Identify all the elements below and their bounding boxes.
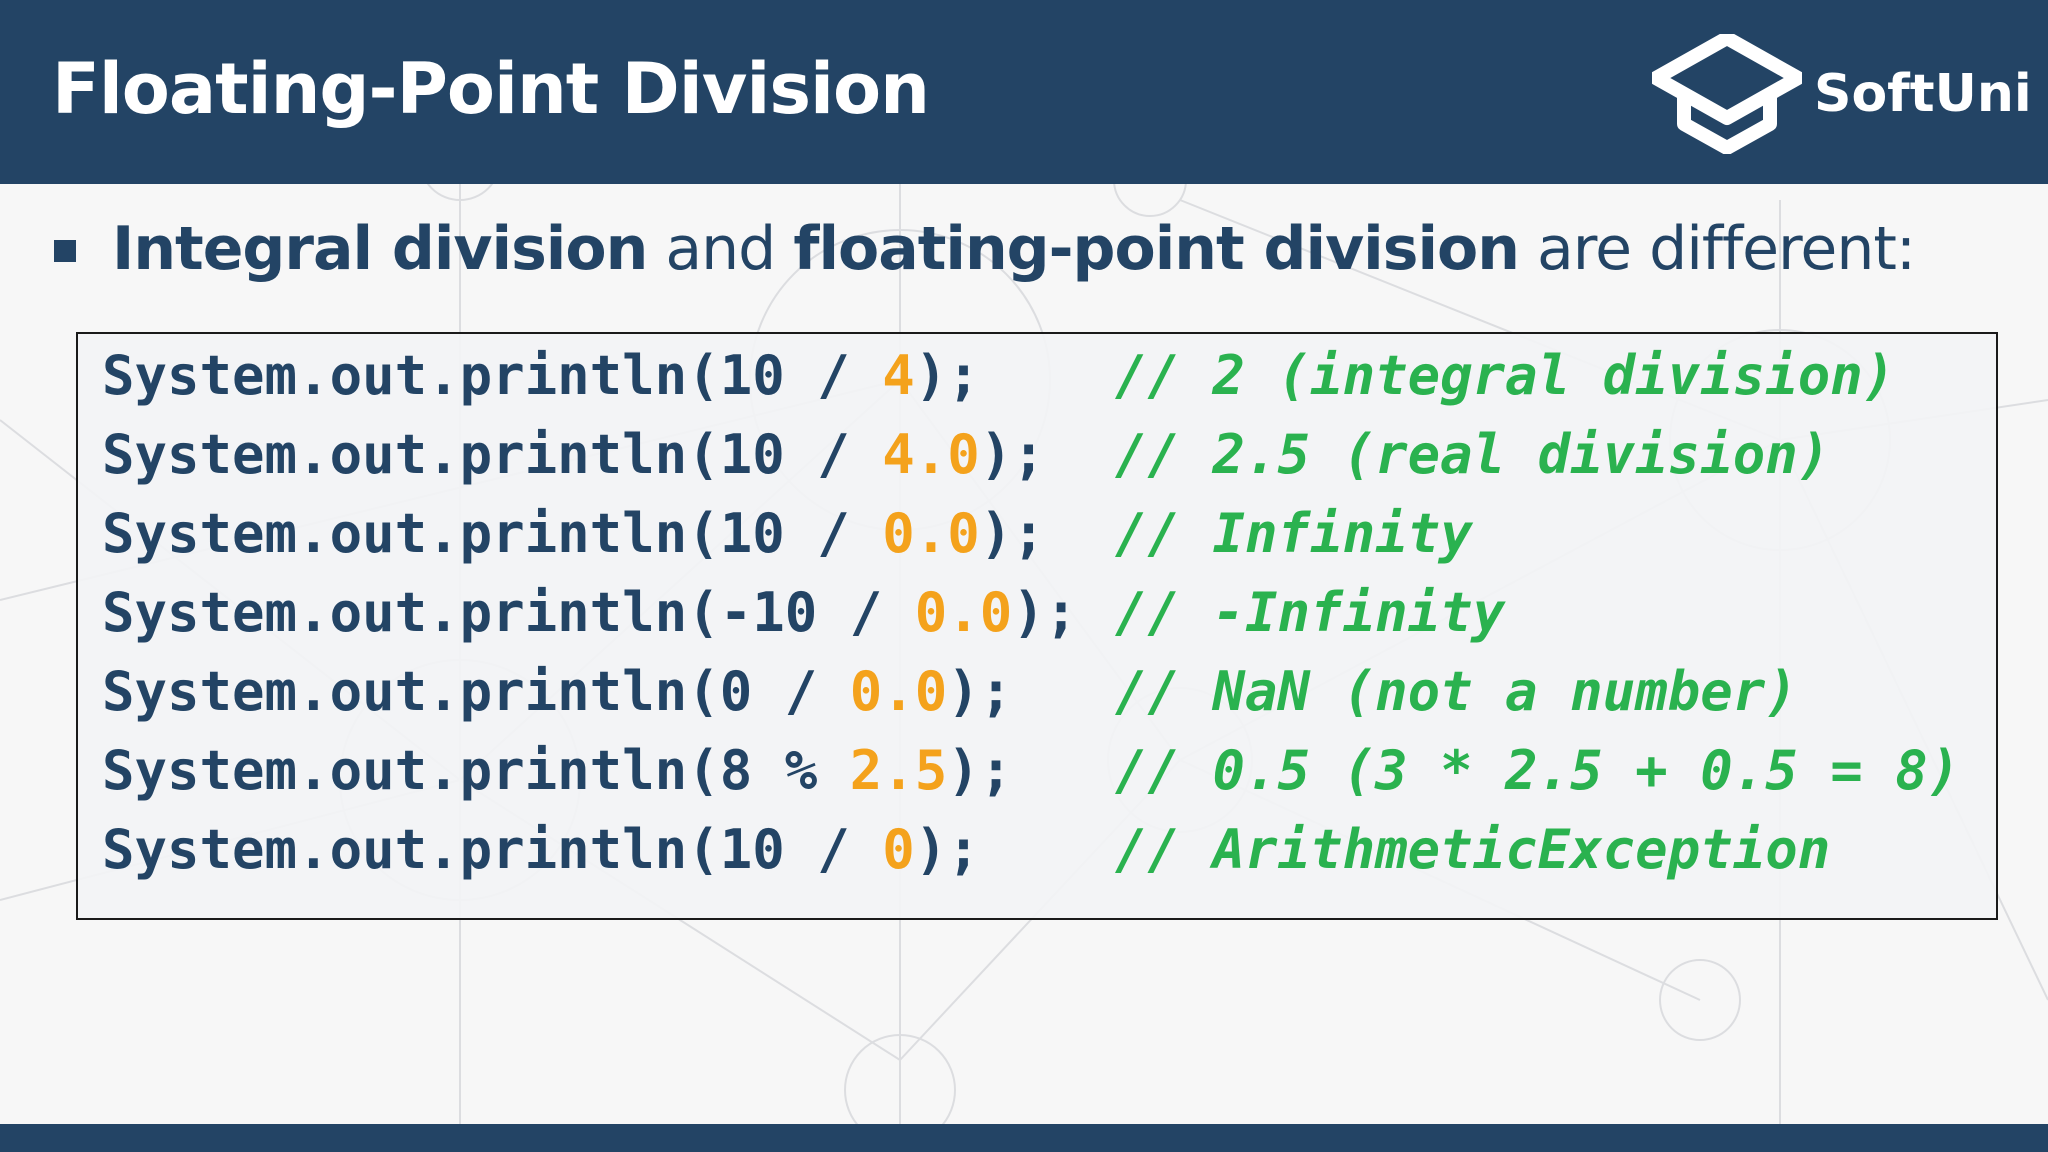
- code-comment: // -Infinity: [1115, 581, 1506, 644]
- code-statement: System.out.println(10 / 4);: [102, 344, 980, 407]
- code-statement: System.out.println(-10 / 0.0);: [102, 581, 1077, 644]
- code-statement: System.out.println(10 / 0);: [102, 818, 980, 881]
- code-line: System.out.println(10 / 4.0); // 2.5 (re…: [78, 413, 1998, 492]
- code-number: 0.0: [914, 581, 1013, 644]
- code-number: 4: [882, 344, 915, 407]
- code-comment: // Infinity: [1115, 502, 1473, 565]
- code-number: 2.5: [849, 739, 948, 802]
- slide-footer-bar: [0, 1124, 2048, 1152]
- code-statement: System.out.println(8 % 2.5);: [102, 739, 1012, 802]
- code-suffix: );: [979, 423, 1045, 486]
- code-number: 0.0: [849, 660, 948, 723]
- code-number: 0: [882, 818, 915, 881]
- code-line: System.out.println(8 % 2.5); // 0.5 (3 *…: [78, 729, 1998, 808]
- bullet-bold-integral: Integral division: [112, 214, 648, 284]
- bullet-bold-floating: floating-point division: [793, 214, 1520, 284]
- code-suffix: );: [947, 739, 1013, 802]
- code-comment: // ArithmeticException: [1115, 818, 1831, 881]
- bullet-point: Integral division and floating-point div…: [54, 214, 2014, 294]
- graduation-cap-icon: [1652, 34, 1802, 154]
- square-bullet-icon: [54, 240, 76, 262]
- code-suffix: );: [914, 344, 980, 407]
- code-number: 0.0: [882, 502, 980, 565]
- bullet-conjunction: and: [647, 214, 794, 284]
- code-line: System.out.println(10 / 0.0); // Infinit…: [78, 492, 1998, 571]
- code-prefix: System.out.println(10 /: [102, 502, 883, 565]
- logo-text: SoftUni: [1814, 64, 2032, 124]
- code-prefix: System.out.println(-10 /: [102, 581, 915, 644]
- code-comment: // 2 (integral division): [1115, 344, 1896, 407]
- code-line: System.out.println(10 / 4); // 2 (integr…: [78, 334, 1998, 413]
- code-suffix: );: [947, 660, 1013, 723]
- code-prefix: System.out.println(0 /: [102, 660, 850, 723]
- code-prefix: System.out.println(10 /: [102, 818, 883, 881]
- code-prefix: System.out.println(10 /: [102, 423, 883, 486]
- code-statement: System.out.println(0 / 0.0);: [102, 660, 1012, 723]
- code-statement: System.out.println(10 / 4.0);: [102, 423, 1045, 486]
- code-suffix: );: [914, 818, 980, 881]
- softuni-logo: SoftUni: [1652, 34, 2032, 154]
- code-block: System.out.println(10 / 4); // 2 (integr…: [76, 332, 1998, 920]
- code-comment: // NaN (not a number): [1115, 660, 1798, 723]
- code-line: System.out.println(-10 / 0.0); // -Infin…: [78, 571, 1998, 650]
- code-prefix: System.out.println(8 %: [102, 739, 850, 802]
- code-line: System.out.println(0 / 0.0); // NaN (not…: [78, 650, 1998, 729]
- code-suffix: );: [979, 502, 1045, 565]
- code-number: 4.0: [882, 423, 980, 486]
- slide-header: Floating-Point Division SoftUni: [0, 0, 2048, 184]
- bullet-text: Integral division and floating-point div…: [112, 214, 1916, 284]
- code-comment: // 0.5 (3 * 2.5 + 0.5 = 8): [1115, 739, 1961, 802]
- code-statement: System.out.println(10 / 0.0);: [102, 502, 1045, 565]
- slide-title: Floating-Point Division: [52, 48, 930, 130]
- code-comment: // 2.5 (real division): [1115, 423, 1831, 486]
- code-suffix: );: [1012, 581, 1078, 644]
- bullet-ending: are different:: [1518, 214, 1916, 284]
- code-line: System.out.println(10 / 0); // Arithmeti…: [78, 808, 1998, 887]
- code-prefix: System.out.println(10 /: [102, 344, 883, 407]
